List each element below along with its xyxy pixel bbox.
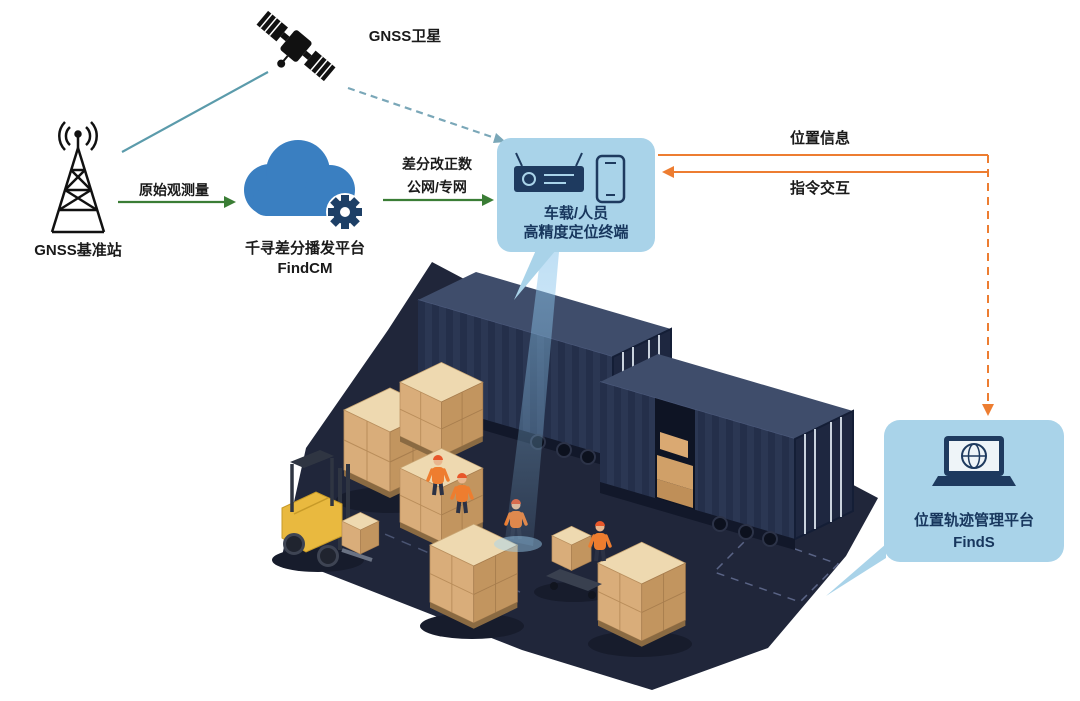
correction-data-label: 差分改正数 [402,156,472,172]
pallet-stack [399,361,484,462]
position-info-arrow [658,154,994,416]
positioning-beam [494,252,559,552]
trajectory-platform-name: 位置轨迹管理平台 [913,512,1034,529]
receiver-icon [514,152,584,192]
smartphone-icon [595,154,626,204]
cloud-gear-icon [244,140,364,231]
raw-observation-label: 原始观测量 [139,182,209,198]
broadcast-platform-product: FindCM [277,260,333,277]
crate-on-jack [551,525,592,571]
satellite-terminal-link [347,86,506,143]
command-interaction-label: 指令交互 [789,180,850,197]
terminal-label-line1: 车载/人员 [543,205,609,222]
forklift-icon [281,450,373,567]
satellite-icon [256,10,336,82]
laptop-globe-icon [932,436,1016,486]
trajectory-platform-product: FindS [953,534,995,551]
broadcast-platform-name: 千寻差分播发平台 [244,240,365,257]
position-info-label: 位置信息 [789,130,850,147]
command-interaction-arrow [662,166,988,178]
correction-arrow [383,194,494,206]
radio-tower-icon [50,121,106,234]
base-station-label: GNSS基准站 [34,242,122,259]
satellite-label: GNSS卫星 [368,28,442,45]
crate-on-forks [341,512,380,555]
container-open-door [655,398,695,510]
pallet-stack [597,541,686,648]
terminal-label-line2: 高精度定位终端 [523,224,629,241]
correction-network-label: 公网/专网 [407,179,467,195]
gear-icon [326,193,364,231]
raw-observation-arrow [118,196,236,208]
platform-panel [826,420,1064,596]
terminal-panel [497,138,655,300]
warehouse-illustration [272,262,878,690]
satellite-base-link [121,71,269,153]
